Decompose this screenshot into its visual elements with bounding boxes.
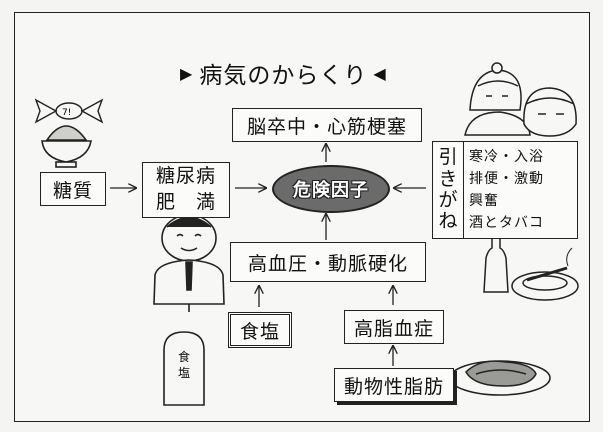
triangle-right-icon: ▶ [180,63,194,83]
trigger-item: 興奮 [469,193,499,209]
sleepy-person-icon [523,87,577,137]
diagram-title: ▶ 病気のからくり ◀ [180,56,387,90]
node-diabetes: 糖尿病 肥 満 [142,162,230,218]
arrows [110,144,426,366]
trigger-item: 排便・激動 [469,171,544,187]
salt-container-icon [163,331,205,406]
triggers-list: 寒冷・入浴 排便・激動 興奮 酒とタバコ [469,146,544,234]
node-salt: 食塩 [228,312,292,348]
salt-container-char: 塩 [177,365,190,380]
triggers-header-char: ね [438,210,458,233]
businessman-icon [153,214,225,312]
node-sugar-label: 糖質 [52,179,93,202]
node-sugar: 糖質 [40,172,106,206]
sick-person-icon [464,62,531,136]
node-diabetes-line2: 肥 満 [155,191,216,213]
trigger-item: 酒とタバコ [469,215,544,231]
node-hypertension: 高血圧・動脈硬化 [230,242,426,282]
node-salt-label: 食塩 [239,320,280,343]
candy-label: 7! [62,108,71,118]
node-hyperlipidemia-label: 高脂血症 [353,317,434,340]
node-hypertension-label: 高血圧・動脈硬化 [247,252,408,275]
rice-bowl-icon [41,125,92,168]
sake-bottle-icon [483,237,509,293]
node-animal-fat-label: 動物性脂肪 [343,375,444,398]
node-diabetes-line1: 糖尿病 [155,165,216,188]
salt-container-label: 食 塩 [172,350,196,381]
node-animal-fat: 動物性脂肪 [334,368,454,402]
node-hyperlipidemia: 高脂血症 [344,310,444,344]
ashtray-icon [511,247,579,301]
steak-icon [449,360,551,396]
triggers-header-char: き [438,167,458,190]
salt-container-char: 食 [177,350,190,364]
node-stroke-mi: 脳卒中・心筋梗塞 [232,108,422,142]
triggers-header: 引 き が ね [433,142,464,238]
triangle-left-icon: ◀ [373,63,387,83]
title-text: 病気のからくり [199,63,368,89]
node-stroke-mi-label: 脳卒中・心筋梗塞 [246,115,407,138]
node-triggers: 引 き が ね 寒冷・入浴 排便・激動 興奮 酒とタバコ [432,141,578,239]
node-risk-factors-label: 危険因子 [293,180,369,201]
trigger-item: 寒冷・入浴 [469,149,544,165]
candy-icon [34,98,104,124]
triggers-header-char: 引 [438,146,458,169]
triggers-header-char: が [438,189,458,211]
node-risk-factors: 危険因子 [272,165,390,213]
